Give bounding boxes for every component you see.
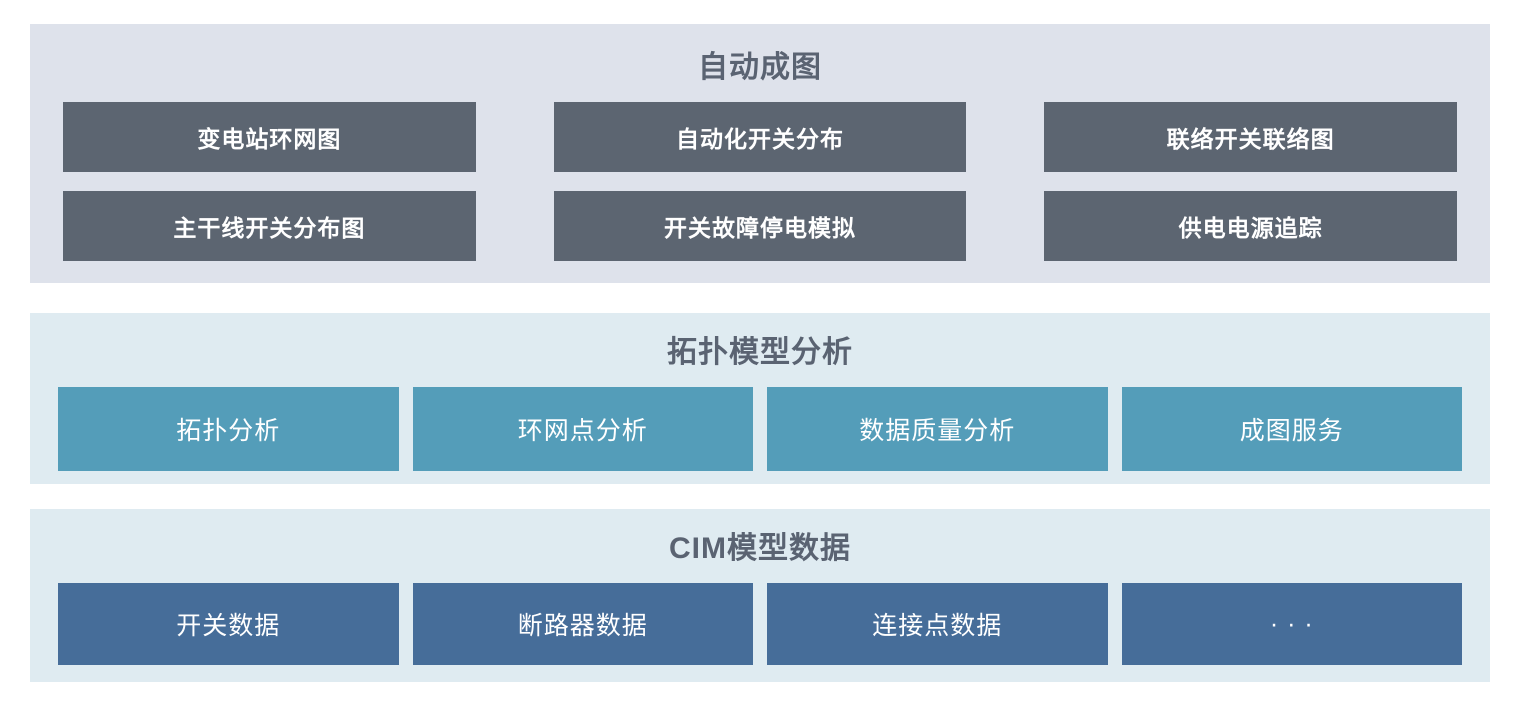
node-connection-point-data[interactable]: 连接点数据 (767, 583, 1108, 665)
section-title-auto-diagram-generation: 自动成图 (698, 51, 822, 84)
section-title-topology-model-analysis: 拓扑模型分析 (667, 336, 853, 369)
node-circuit-breaker-data[interactable]: 断路器数据 (412, 583, 753, 665)
node-grid-topology-analysis: 拓扑分析 环网点分析 数据质量分析 成图服务 (58, 387, 1462, 471)
node-switch-data[interactable]: 开关数据 (58, 583, 399, 665)
section-auto-diagram-generation: 自动成图 变电站环网图 自动化开关分布 联络开关联络图 主干线开关分布图 开关故… (30, 24, 1490, 283)
section-topology-model-analysis: 拓扑模型分析 拓扑分析 环网点分析 数据质量分析 成图服务 (30, 313, 1490, 484)
node-more-data-ellipsis[interactable]: · · · (1121, 583, 1462, 665)
node-trunk-line-switch-distribution-diagram[interactable]: 主干线开关分布图 (63, 191, 476, 261)
node-diagram-generation-service[interactable]: 成图服务 (1121, 387, 1462, 471)
node-power-supply-source-tracing[interactable]: 供电电源追踪 (1044, 191, 1457, 261)
node-automated-switch-distribution[interactable]: 自动化开关分布 (553, 102, 967, 172)
node-grid-cim-data: 开关数据 断路器数据 连接点数据 · · · (58, 583, 1462, 665)
node-data-quality-analysis[interactable]: 数据质量分析 (767, 387, 1108, 471)
node-grid-auto-diagram: 变电站环网图 自动化开关分布 联络开关联络图 主干线开关分布图 开关故障停电模拟… (63, 102, 1457, 261)
node-tie-switch-connection-diagram[interactable]: 联络开关联络图 (1044, 102, 1457, 172)
node-switch-fault-outage-simulation[interactable]: 开关故障停电模拟 (553, 191, 967, 261)
node-ring-network-point-analysis[interactable]: 环网点分析 (412, 387, 753, 471)
node-topology-analysis[interactable]: 拓扑分析 (58, 387, 399, 471)
node-substation-ring-network-diagram[interactable]: 变电站环网图 (63, 102, 476, 172)
section-title-cim-model-data: CIM模型数据 (669, 532, 851, 565)
section-cim-model-data: CIM模型数据 开关数据 断路器数据 连接点数据 · · · (30, 509, 1490, 682)
